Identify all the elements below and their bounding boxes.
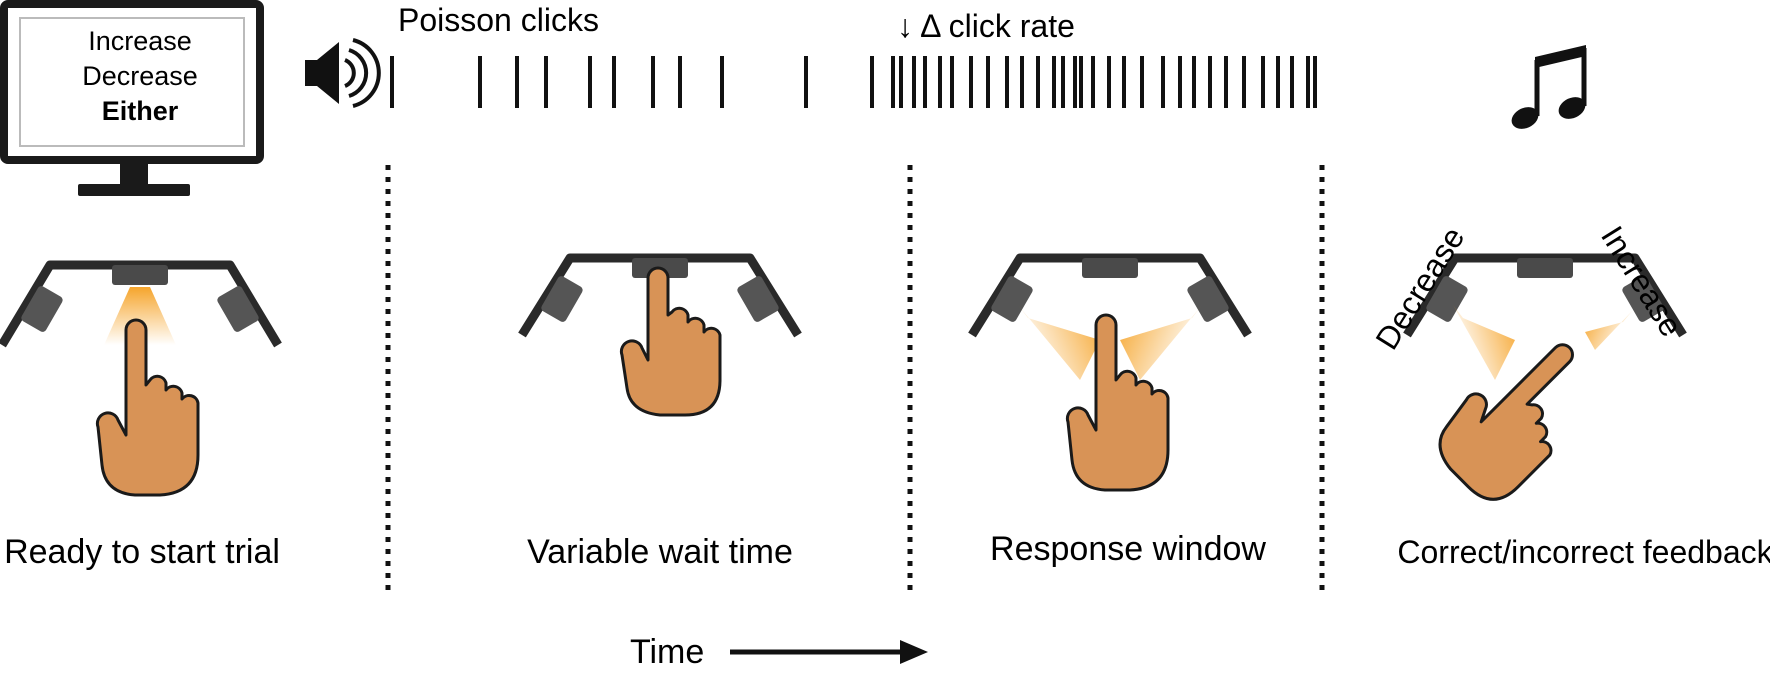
monitor-icon: Increase Decrease Either: [0, 0, 264, 196]
time-axis: Time: [630, 633, 928, 671]
port-label-increase: Increase: [1594, 220, 1690, 343]
left-light: [1453, 305, 1515, 380]
right-light: [1585, 310, 1633, 350]
port-panel: [968, 253, 1252, 338]
monitor-option-either: Either: [102, 96, 179, 126]
left-light: [1018, 305, 1100, 380]
stage-ready: Ready to start trial: [0, 260, 282, 571]
center-light: [104, 287, 176, 345]
poisson-clicks-label: Poisson clicks: [398, 2, 599, 38]
click-rate-change-label: ↓ Δ click rate: [897, 8, 1075, 44]
stage-caption: Correct/incorrect feedback: [1397, 534, 1770, 570]
port-panel: [0, 260, 282, 348]
port-panel: [1403, 253, 1687, 338]
hand-icon: [95, 318, 200, 497]
monitor-option-decrease: Decrease: [82, 61, 198, 91]
stage-dividers: [385, 165, 1325, 590]
hand-pressing-right-icon: [1438, 343, 1574, 501]
stage-wait: Variable wait time: [518, 253, 802, 571]
stage-caption: Response window: [990, 530, 1266, 568]
hand-icon: [1065, 313, 1170, 492]
stage-caption: Ready to start trial: [4, 533, 280, 571]
time-label: Time: [630, 633, 704, 671]
speaker-icon: [305, 38, 381, 108]
stage-caption: Variable wait time: [527, 533, 793, 571]
music-note-icon: [1511, 45, 1587, 129]
click-train: [390, 56, 1317, 108]
monitor-option-increase: Increase: [88, 26, 192, 56]
stage-feedback: Decrease Increase Correct/incorrect feed…: [1368, 220, 1770, 570]
time-arrow-icon: [900, 640, 928, 664]
right-light: [1120, 305, 1202, 380]
hand-pressing-icon: [619, 266, 722, 417]
stage-response: Response window: [968, 253, 1266, 568]
